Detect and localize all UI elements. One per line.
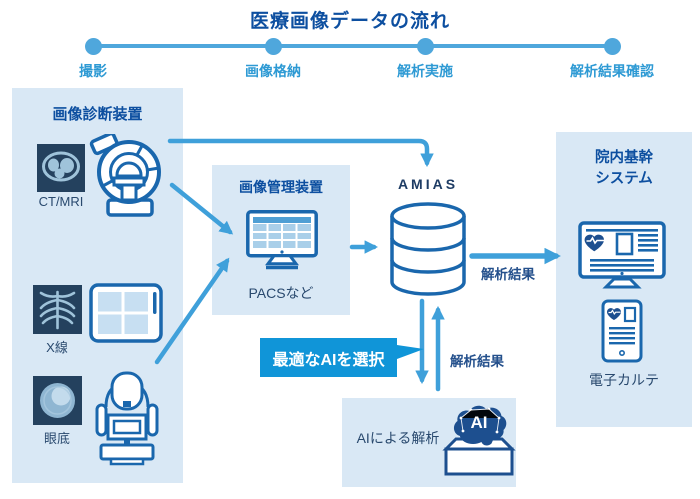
timeline-step-1: 撮影 bbox=[79, 63, 107, 79]
amias-label: AMIAS bbox=[397, 176, 459, 192]
analysis-result-label-down: 解析結果 bbox=[450, 354, 504, 369]
fundus-image-icon bbox=[33, 376, 82, 425]
ai-brain-icon: AI bbox=[442, 405, 516, 476]
analysis-result-label-right: 解析結果 bbox=[481, 267, 535, 282]
page-title: 医療画像データの流れ bbox=[249, 11, 450, 32]
ehr-monitor-icon bbox=[578, 221, 666, 289]
ai-selection-callout: 最適なAIを選択 bbox=[260, 338, 424, 377]
arrow-devices-to-amias bbox=[167, 138, 434, 168]
hospital-system-panel-title: 院内基幹 システム bbox=[556, 148, 692, 190]
timeline-step-4: 解析結果確認 bbox=[570, 63, 654, 79]
timeline-dot-1 bbox=[84, 38, 102, 55]
timeline-connector bbox=[93, 44, 612, 48]
device-label-fundus: 眼底 bbox=[43, 431, 70, 446]
pacs-monitor-icon bbox=[246, 210, 318, 270]
hospital-title-line2: システム bbox=[595, 171, 653, 188]
device-label-xray: X線 bbox=[46, 340, 68, 355]
timeline-step-3: 解析実施 bbox=[397, 63, 453, 79]
device-label-ct-mri: CT/MRI bbox=[38, 194, 84, 209]
pacs-box-title: 画像管理装置 bbox=[239, 179, 323, 195]
ehr-caption: 電子カルテ bbox=[589, 372, 659, 388]
database-cylinder-icon bbox=[390, 202, 466, 296]
callout-pointer bbox=[397, 345, 424, 359]
ai-selection-callout-text: 最適なAIを選択 bbox=[272, 351, 385, 369]
timeline-step-2: 画像格納 bbox=[245, 63, 301, 79]
ct-scan-icon bbox=[37, 144, 85, 192]
imaging-devices-panel-title: 画像診断装置 bbox=[52, 106, 143, 123]
timeline-dot-3 bbox=[416, 38, 434, 55]
fundus-camera-icon bbox=[95, 371, 159, 466]
ai-analysis-caption: AIによる解析 bbox=[356, 430, 440, 446]
hospital-title-line1: 院内基幹 bbox=[595, 150, 653, 166]
timeline-dot-2 bbox=[264, 38, 282, 55]
chest-xray-icon bbox=[33, 285, 82, 334]
ai-badge-text: AI bbox=[471, 413, 488, 432]
timeline-dot-4 bbox=[603, 38, 621, 55]
ehr-tablet-icon bbox=[601, 299, 643, 363]
mri-machine-icon bbox=[89, 134, 161, 217]
pacs-caption: PACSなど bbox=[248, 285, 314, 301]
flat-panel-detector-icon bbox=[89, 283, 163, 343]
